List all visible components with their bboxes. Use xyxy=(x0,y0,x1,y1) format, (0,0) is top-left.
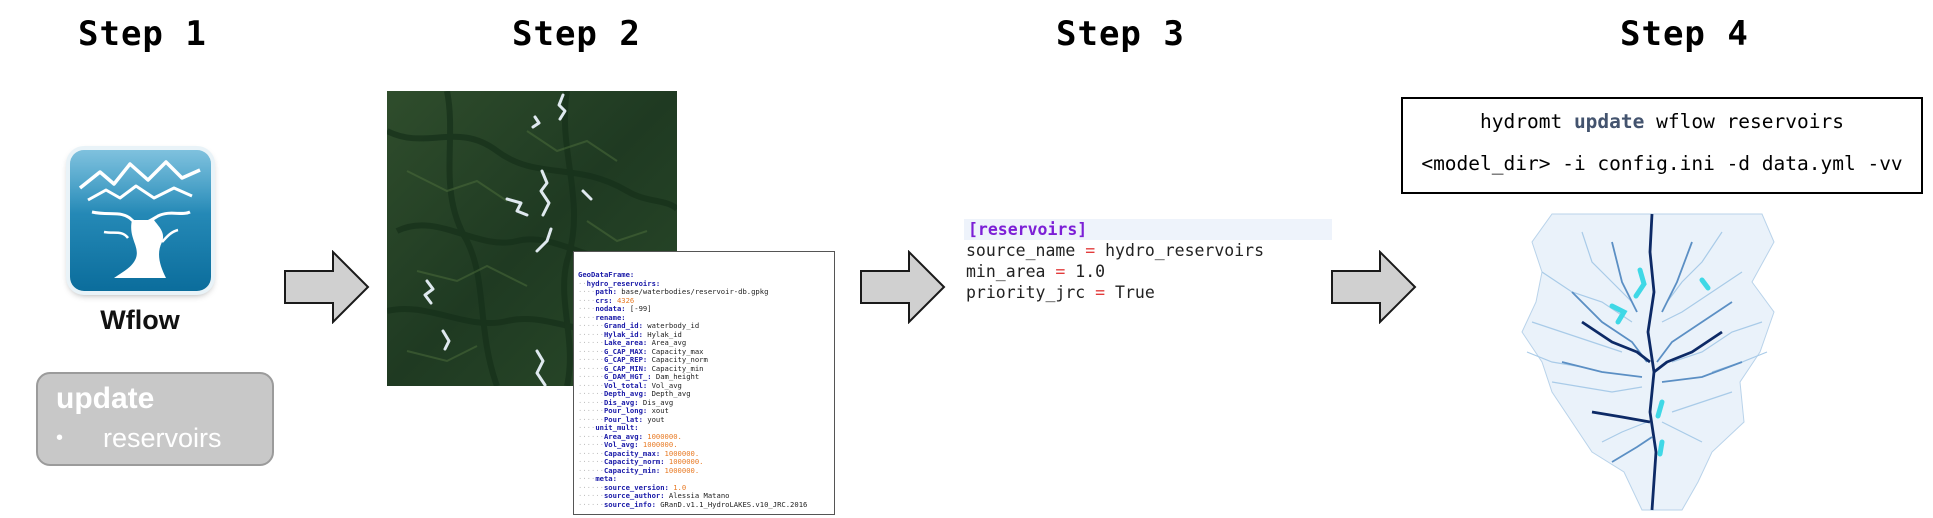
yaml-line: ··hydro_reservoirs: xyxy=(578,278,661,288)
yaml-line: ······source_author: Alessia Matano xyxy=(578,491,730,500)
yaml-line: ······Grand_id: waterbody_id xyxy=(578,321,700,330)
yaml-line: ····meta: xyxy=(578,474,617,483)
yaml-line: ······Lake_area: Area_avg xyxy=(578,338,687,347)
ini-param-key: source_name xyxy=(966,241,1076,260)
cmd-suffix: wflow reservoirs xyxy=(1644,110,1844,133)
cmd-keyword: update xyxy=(1573,110,1645,133)
arrow-2-icon xyxy=(860,250,946,324)
update-box-item-label: reservoirs xyxy=(103,423,222,453)
ini-param-row: source_name = hydro_reservoirs xyxy=(964,240,1332,261)
yaml-line: ······Vol_total: Vol_avg xyxy=(578,380,682,390)
ini-param-value: True xyxy=(1115,283,1155,302)
ini-param-row: min_area = 1.0 xyxy=(964,261,1332,282)
update-box: update • reservoirs xyxy=(36,372,274,466)
update-box-title: update xyxy=(56,382,155,415)
yaml-line: ······G_CAP_REP: Capacity_norm xyxy=(578,355,708,364)
yaml-line: ······Depth_avg: Depth_avg xyxy=(578,389,691,398)
bullet: • xyxy=(56,427,64,449)
ini-param-value: 1.0 xyxy=(1075,262,1106,281)
step-2-title: Step 2 xyxy=(512,14,641,54)
yaml-line: ······Dis_avg: Dis_avg xyxy=(578,397,674,407)
command-box: hydromt update wflow reservoirs <model_d… xyxy=(1401,97,1923,194)
ini-param-key: priority_jrc xyxy=(966,283,1086,302)
ini-section-header: [reservoirs] xyxy=(964,219,1332,240)
ini-param-value: hydro_reservoirs xyxy=(1105,241,1265,260)
data-catalog-yaml-panel: GeoDataFrame:··hydro_reservoirs:····path… xyxy=(573,251,835,515)
yaml-line: ······G_DAM_HGT_: Dam_height xyxy=(578,372,700,381)
yaml-line: ······source_info: GRanD.v1.1_HydroLAKES… xyxy=(578,499,808,509)
yaml-line: ····path: base/waterbodies/reservoir-db.… xyxy=(578,287,769,296)
arrow-3-icon xyxy=(1331,250,1417,324)
yaml-line: ····nodata: [-99] xyxy=(578,304,652,313)
yaml-line: ····crs: 4326 xyxy=(578,295,635,305)
river-network-map xyxy=(1512,212,1790,512)
ini-param-eq: = xyxy=(1085,241,1096,260)
yaml-line: ······Area_avg: 1000000. xyxy=(578,431,682,441)
yaml-line: ······G_CAP_MIN: Capacity_min xyxy=(578,363,704,373)
cmd-prefix: hydromt xyxy=(1480,110,1574,133)
step-4-title: Step 4 xyxy=(1620,14,1749,54)
update-box-item: • reservoirs xyxy=(56,423,222,454)
model-label: Wflow xyxy=(100,305,180,335)
yaml-line: ······Vol_avg: 1000000. xyxy=(578,440,678,449)
step-1-title: Step 1 xyxy=(78,14,207,54)
yaml-line: ······Capacity_min: 1000000. xyxy=(578,465,700,475)
config-ini-panel: [reservoirs] source_name = hydro_reservo… xyxy=(964,219,1332,303)
step-3-title: Step 3 xyxy=(1056,14,1185,54)
yaml-line: ······G_CAP_MAX: Capacity_max xyxy=(578,346,704,356)
ini-param-key: min_area xyxy=(966,262,1046,281)
yaml-line: GeoDataFrame: xyxy=(578,270,635,279)
yaml-line: ······Hylak_id: Hylak_id xyxy=(578,329,682,339)
yaml-line: ······Capacity_max: 1000000. xyxy=(578,448,700,458)
wflow-river-icon xyxy=(70,150,211,291)
arrow-1-icon xyxy=(284,250,370,324)
satellite-terrain-image xyxy=(387,91,677,386)
yaml-lines: GeoDataFrame:··hydro_reservoirs:····path… xyxy=(578,270,830,509)
ini-param-eq: = xyxy=(1095,283,1106,302)
yaml-line: ······Pour_lat: yout xyxy=(578,414,665,424)
yaml-line: ······Capacity_norm: 1000000. xyxy=(578,457,704,466)
yaml-line: ······source_version: 1.0 xyxy=(578,482,687,492)
yaml-line: ······Pour_long: xout xyxy=(578,406,669,415)
ini-param-row: priority_jrc = True xyxy=(964,282,1332,303)
ini-param-eq: = xyxy=(1055,262,1066,281)
yaml-line: ····unit_mult: xyxy=(578,423,639,432)
command-line-2: <model_dir> -i config.ini -d data.yml -v… xyxy=(1421,152,1903,175)
yaml-line: ····rename: xyxy=(578,312,626,322)
command-line-1: hydromt update wflow reservoirs xyxy=(1403,110,1921,133)
